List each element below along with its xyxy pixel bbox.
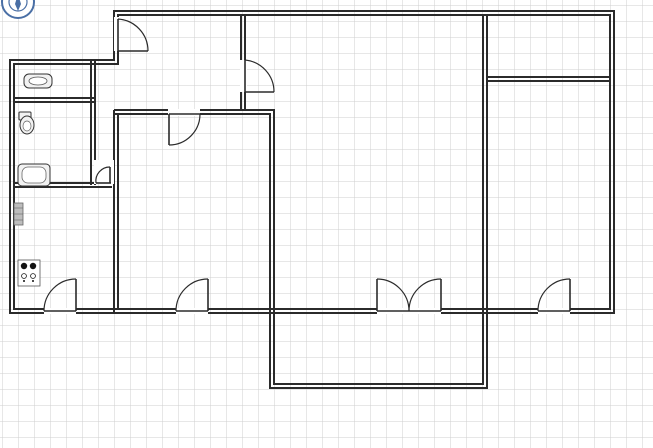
- washbasin-icon[interactable]: [23, 73, 53, 89]
- stove-icon[interactable]: [17, 259, 41, 287]
- kitchen-door[interactable]: [43, 278, 77, 314]
- toilet-icon[interactable]: [18, 111, 35, 135]
- bedroom-door-top[interactable]: [168, 109, 201, 146]
- living-double-door[interactable]: [376, 278, 442, 314]
- compass-icon[interactable]: [1, 0, 35, 19]
- entry-door[interactable]: [114, 17, 149, 52]
- bath-door[interactable]: [94, 160, 114, 184]
- bathtub-icon[interactable]: [17, 163, 51, 187]
- radiator-icon[interactable]: [13, 202, 24, 226]
- hall-door[interactable]: [240, 59, 275, 93]
- walls: [9, 10, 615, 389]
- bedroom-door-bottom[interactable]: [175, 278, 209, 314]
- right-room-door[interactable]: [537, 278, 571, 314]
